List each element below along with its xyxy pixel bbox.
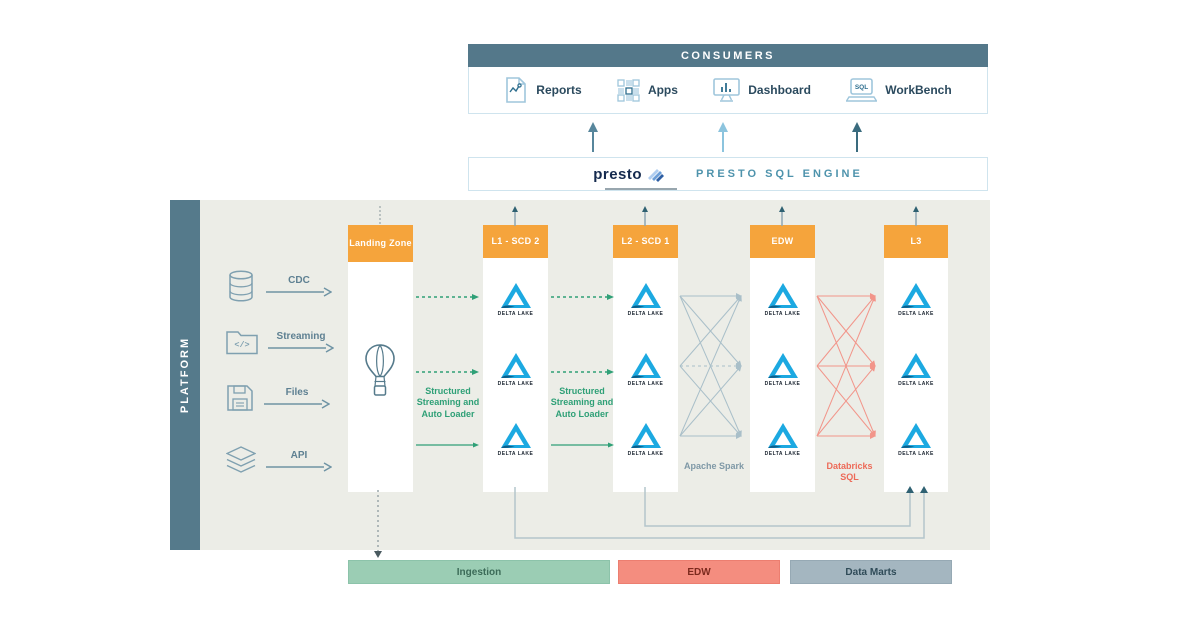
workbench-icon: SQL (846, 77, 878, 102)
consumers-items: Reports Apps (468, 67, 988, 114)
consumer-item-workbench: SQL WorkBench (846, 77, 952, 103)
source-arrow: Streaming (268, 331, 334, 353)
delta-lake-icon (901, 353, 931, 378)
delta-lake-logo: DELTA LAKE (483, 422, 548, 457)
solid-arrow-icon (416, 442, 479, 448)
consumer-item-apps: Apps (617, 78, 678, 102)
delta-lake-logo: DELTA LAKE (884, 352, 948, 387)
svg-text:SQL: SQL (855, 84, 868, 91)
hot-air-balloon-icon (365, 344, 395, 396)
dashed-arrow-icon (551, 294, 614, 300)
consumer-label: WorkBench (885, 83, 952, 97)
platform-sidebar: PLATFORM (170, 200, 200, 550)
source-arrow: API (266, 450, 332, 472)
apache-spark-label: Apache Spark (683, 461, 745, 471)
column-landing-zone: Landing Zone (348, 225, 413, 492)
source-row-cdc: CDC (226, 270, 332, 302)
consumer-label: Reports (536, 83, 582, 97)
consumer-label: Dashboard (748, 83, 811, 97)
column-header: Landing Zone (348, 225, 413, 262)
legend-data-marts: Data Marts (790, 560, 952, 584)
legend-ingestion: Ingestion (348, 560, 610, 584)
structured-streaming-label: Structured Streaming and Auto Loader (416, 386, 480, 419)
dashed-arrow-icon (416, 294, 479, 300)
delta-lake-logo: DELTA LAKE (750, 352, 815, 387)
delta-lake-icon (500, 283, 531, 308)
column-header: L3 (884, 225, 948, 258)
column-l2-scd1: L2 - SCD 1 DELTA LAKE DELTA LAKE DELTA L… (613, 225, 678, 492)
consumers-title: CONSUMERS (468, 44, 988, 67)
database-icon (229, 270, 253, 302)
delta-lake-icon (767, 423, 798, 448)
consumer-item-reports: Reports (504, 77, 582, 103)
platform-label: PLATFORM (179, 336, 192, 414)
presto-wordmark: presto (593, 165, 643, 183)
source-row-api: API (226, 446, 332, 476)
column-edw: EDW DELTA LAKE DELTA LAKE DELTA LAKE (750, 225, 815, 492)
delta-lake-logo: DELTA LAKE (750, 282, 815, 317)
file-icon (227, 385, 253, 411)
consumer-label: Apps (647, 83, 678, 97)
delta-lake-logo: DELTA LAKE (750, 422, 815, 457)
delta-lake-logo: DELTA LAKE (613, 282, 678, 317)
delta-lake-icon (630, 353, 661, 378)
right-arrow-icon (264, 399, 330, 409)
presto-underline (605, 188, 677, 190)
delta-lake-icon (630, 283, 661, 308)
report-icon (506, 77, 527, 103)
column-l1-scd2: L1 - SCD 2 DELTA LAKE DELTA LAKE DELTA L… (483, 225, 548, 492)
right-arrow-icon (266, 462, 332, 472)
folder-code-icon: </> (226, 331, 258, 355)
dashed-arrow-icon (416, 369, 479, 375)
delta-lake-icon (500, 353, 531, 378)
dashboard-icon (713, 77, 741, 102)
source-label: CDC (288, 275, 310, 286)
delta-lake-icon (767, 283, 798, 308)
databricks-sql-crossing-lines (816, 293, 876, 439)
presto-bar: presto PRESTO SQL ENGINE (468, 157, 988, 191)
consumers-panel: CONSUMERS Reports (468, 44, 988, 114)
source-label: API (290, 450, 308, 461)
dashed-arrow-icon (551, 369, 614, 375)
stack-icon (226, 446, 256, 473)
svg-text:</>: </> (234, 340, 249, 350)
delta-lake-icon (630, 423, 661, 448)
delta-lake-logo: DELTA LAKE (884, 422, 948, 457)
databricks-sql-label: Databricks SQL (826, 461, 873, 483)
delta-lake-logo: DELTA LAKE (483, 352, 548, 387)
right-arrow-icon (266, 287, 332, 297)
column-header: L2 - SCD 1 (613, 225, 678, 258)
source-row-streaming: </> Streaming (226, 328, 334, 355)
presto-logo-icon (648, 169, 665, 182)
column-l3: L3 DELTA LAKE DELTA LAKE DELTA LAKE (884, 225, 948, 492)
source-label: Streaming (276, 330, 326, 342)
structured-streaming-label: Structured Streaming and Auto Loader (550, 386, 614, 419)
delta-lake-icon (901, 283, 931, 308)
presto-engine-label: PRESTO SQL ENGINE (696, 168, 863, 180)
source-row-files: Files (226, 384, 330, 412)
presto-logo: presto (593, 166, 666, 183)
delta-lake-logo: DELTA LAKE (613, 352, 678, 387)
delta-lake-icon (767, 353, 798, 378)
spark-crossing-lines (679, 293, 742, 439)
delta-lake-icon (901, 423, 931, 448)
source-label: Files (285, 387, 309, 398)
right-arrow-icon (268, 342, 334, 353)
apps-icon (617, 78, 640, 102)
legend-edw: EDW (618, 560, 780, 584)
delta-lake-logo: DELTA LAKE (613, 422, 678, 457)
delta-lake-logo: DELTA LAKE (884, 282, 948, 317)
source-arrow: Files (264, 387, 330, 409)
solid-arrow-icon (551, 442, 614, 448)
delta-lake-icon (500, 423, 531, 448)
column-header: L1 - SCD 2 (483, 225, 548, 258)
delta-lake-logo: DELTA LAKE (483, 282, 548, 317)
source-arrow: CDC (266, 275, 332, 297)
consumer-item-dashboard: Dashboard (713, 77, 811, 103)
column-header: EDW (750, 225, 815, 258)
